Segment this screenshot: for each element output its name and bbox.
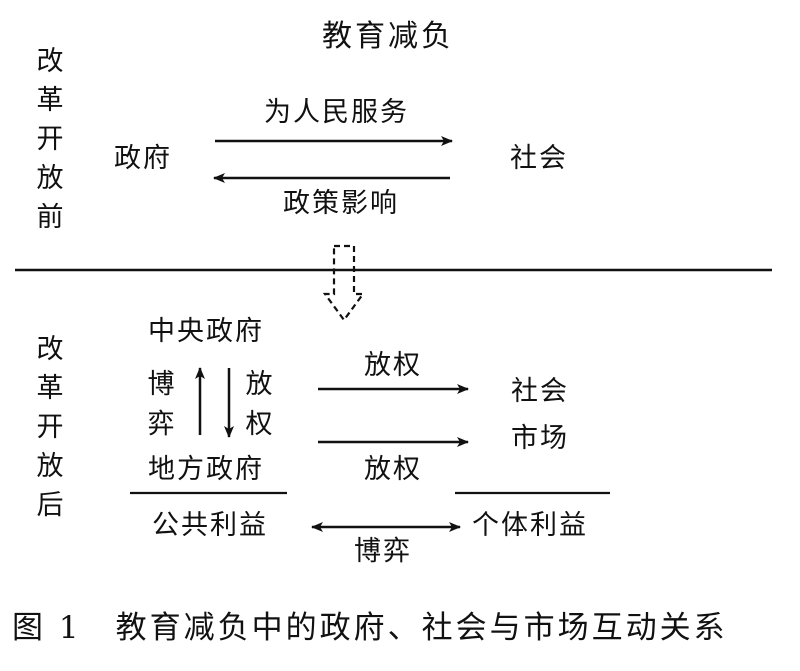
node-market: 市场 <box>511 423 569 454</box>
label-game-vertical: 博 弈 <box>147 369 175 440</box>
node-society-before: 社会 <box>510 143 568 174</box>
node-central-government: 中央政府 <box>148 316 264 347</box>
label-delegate-vertical: 放 权 <box>245 369 273 440</box>
era-label-before: 改 革 开 放 前 <box>36 46 64 233</box>
node-government: 政府 <box>114 143 172 174</box>
node-public-interest: 公共利益 <box>152 510 268 541</box>
era-label-after: 改 革 开 放 后 <box>36 334 64 521</box>
node-individual-interest: 个体利益 <box>472 510 588 541</box>
figure-caption: 图 1 教育减负中的政府、社会与市场互动关系 <box>12 610 728 646</box>
label-delegate-1: 放权 <box>364 350 422 381</box>
label-delegate-2: 放权 <box>364 454 422 485</box>
diagram-title: 教育减负 <box>322 19 454 54</box>
label-game: 博弈 <box>354 536 412 567</box>
dashed-transition-arrow <box>322 244 366 322</box>
node-society-after: 社会 <box>511 376 569 407</box>
label-policy-influence: 政策影响 <box>283 188 399 219</box>
node-local-government: 地方政府 <box>148 454 264 485</box>
label-serve-people: 为人民服务 <box>264 97 409 128</box>
